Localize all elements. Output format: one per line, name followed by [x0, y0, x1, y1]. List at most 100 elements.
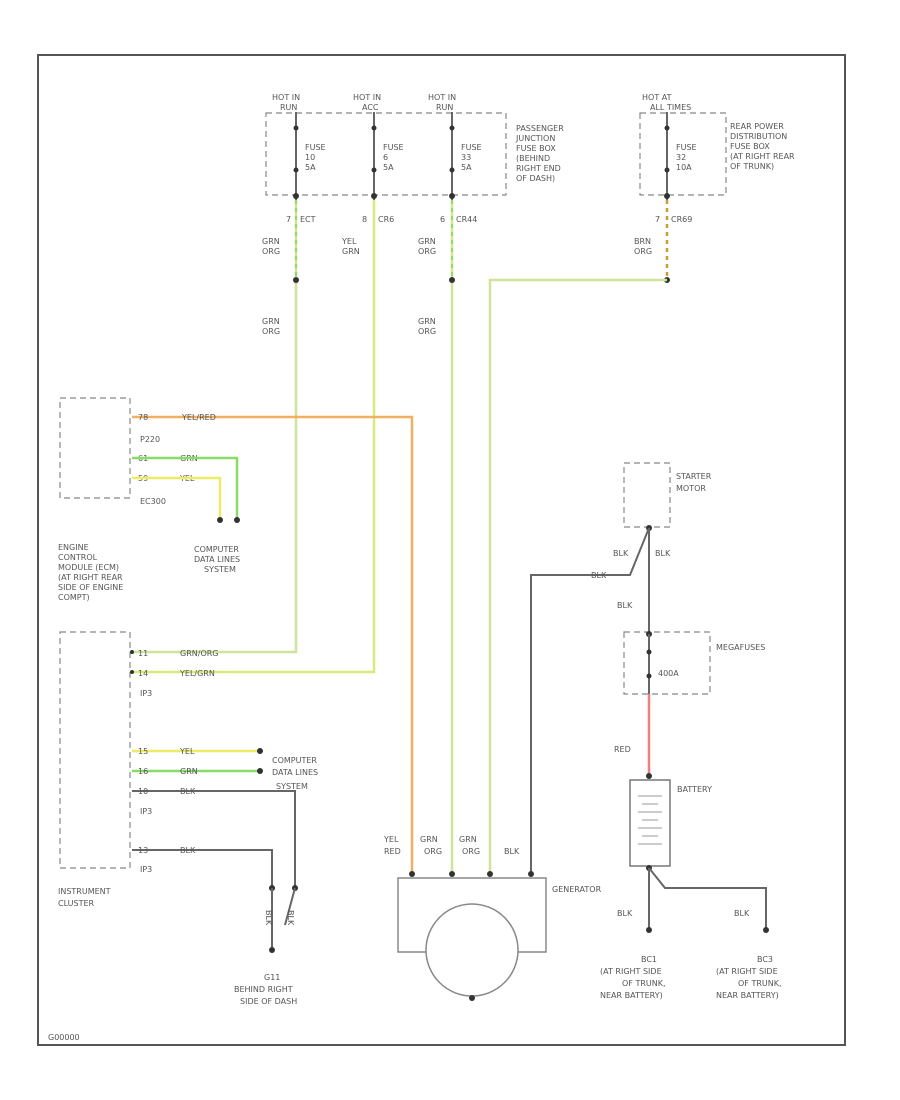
computer-data-lines-label: DATA LINES	[272, 768, 318, 777]
computer-data-lines-label: SYSTEM	[276, 782, 308, 791]
wire-blk-ic-pin10	[132, 790, 296, 886]
ground-id: BC3	[757, 955, 773, 964]
wire-color-label: GRN	[418, 237, 436, 246]
connector-id: EC300	[140, 497, 166, 506]
fuse-6: HOT IN ACC FUSE 6 5A	[353, 93, 404, 200]
wire-color-label: ORG	[262, 327, 280, 336]
ground-location: (AT RIGHT SIDE	[716, 967, 778, 976]
wire-color-label: ORG	[262, 247, 280, 256]
connector-id: CR44	[456, 215, 477, 224]
label-line: (AT RIGHT REAR	[730, 152, 795, 161]
label-line: (BEHIND	[516, 154, 550, 163]
rear-power-distribution-fuse-box: HOT AT ALL TIMES FUSE 32 10A REAR POWER …	[639, 93, 795, 200]
diagram-id: G00000	[48, 1033, 80, 1042]
connector-id: ECT	[300, 215, 316, 224]
ground-location: OF TRUNK,	[622, 979, 666, 988]
ground-bc1-label: BC1 (AT RIGHT SIDE OF TRUNK, NEAR BATTER…	[600, 955, 666, 1000]
computer-data-lines-label: SYSTEM	[204, 565, 236, 574]
pin-number: 10	[138, 787, 148, 796]
wire-color-label: YEL	[341, 237, 357, 246]
fuse-rating: 5A	[383, 163, 394, 172]
connector-id: CR6	[378, 215, 394, 224]
starter-label: MOTOR	[676, 484, 706, 493]
wire-color-label: BLK	[617, 909, 633, 918]
wire-color-label: ORG	[418, 327, 436, 336]
wire-blk-ic-pin13	[132, 849, 273, 886]
wire-yel-red-ecm	[132, 415, 414, 872]
label-line: FUSE BOX	[516, 144, 556, 153]
wire-color-label: GRN	[420, 835, 438, 844]
wire-color-label: GRN	[262, 237, 280, 246]
wire-grn-ecm	[132, 456, 239, 518]
battery-label: BATTERY	[677, 785, 712, 794]
engine-control-module: 78 YEL/RED P220 61 GRN 59 YEL EC300 COMP…	[58, 397, 240, 602]
wire-color-label: BLK	[734, 909, 750, 918]
label-line: RIGHT END	[516, 164, 561, 173]
wire-color-label: ORG	[418, 247, 436, 256]
wire-color-label: GRN	[342, 247, 360, 256]
wire-color-label: GRN/ORG	[180, 649, 219, 658]
wire-color-label: BLK	[655, 549, 671, 558]
diagram-frame	[37, 54, 846, 1046]
connector-id: IP3	[140, 865, 152, 874]
wire-color-label: GRN	[262, 317, 280, 326]
wire-color-label: BRN	[634, 237, 651, 246]
instrument-cluster-label: CLUSTER	[58, 899, 95, 908]
ground-id: BC1	[641, 955, 657, 964]
fuse-number: 32	[676, 153, 686, 162]
connector-id: CR69	[671, 215, 692, 224]
instrument-cluster: 11 GRN/ORG 14 YEL/GRN IP3 15 YEL 16 GRN …	[58, 631, 318, 1006]
pin-number: 6	[440, 215, 445, 224]
ecm-label-line: MODULE (ECM)	[58, 563, 119, 572]
fuse-label: FUSE	[305, 143, 326, 152]
computer-data-lines-label: COMPUTER	[272, 756, 317, 765]
starter-label: STARTER	[676, 472, 712, 481]
wire-color-label: YEL	[383, 835, 399, 844]
fuse-rating: 10A	[676, 163, 692, 172]
hot-condition: RUN	[436, 103, 453, 112]
fuse-label: FUSE	[383, 143, 404, 152]
label-line: FUSE BOX	[730, 142, 770, 151]
computer-data-lines-label: COMPUTER	[194, 545, 239, 554]
wire-color-label: GRN	[459, 835, 477, 844]
label-line: OF DASH)	[516, 174, 555, 183]
rear-box-label: REAR POWER DISTRIBUTION FUSE BOX (AT RIG…	[730, 122, 795, 171]
wire-color-label: BLK	[180, 787, 196, 796]
megafuse-label: MEGAFUSES	[716, 643, 765, 652]
wire-color-label: YEL	[179, 747, 195, 756]
wire-color-label: GRN	[418, 317, 436, 326]
generator: YEL RED GRN ORG GRN ORG BLK GENERATOR	[383, 835, 602, 1001]
fuse-10: HOT IN RUN FUSE 10 5A	[272, 93, 326, 200]
wire-blk-starter-generator	[530, 527, 650, 872]
pin-number: 11	[138, 649, 148, 658]
fuse-33: HOT IN RUN FUSE 33 5A	[428, 93, 482, 200]
fuse-number: 6	[383, 153, 388, 162]
wire-blk-ground-bc3	[648, 867, 767, 928]
wire-color-label: YEL/GRN	[179, 669, 215, 678]
ground-location: BEHIND RIGHT	[234, 985, 293, 994]
wire-color-label: BLK	[504, 847, 520, 856]
instrument-cluster-label: INSTRUMENT	[58, 887, 111, 896]
wire-color-label: RED	[384, 847, 401, 856]
wire-color-label: BLK	[617, 601, 633, 610]
ground-location: NEAR BATTERY)	[600, 991, 663, 1000]
pin-number: 7	[286, 215, 291, 224]
ground-location: SIDE OF DASH	[240, 997, 297, 1006]
ecm-label-line: (AT RIGHT REAR	[58, 573, 123, 582]
hot-condition: ACC	[362, 103, 379, 112]
fuse-number: 10	[305, 153, 315, 162]
ground-location: NEAR BATTERY)	[716, 991, 779, 1000]
label-line: REAR POWER	[730, 122, 784, 131]
pin-number: 78	[138, 413, 148, 422]
pin-number: 14	[138, 669, 148, 678]
label-line: OF TRUNK)	[730, 162, 774, 171]
wire-brn-org-fuse32	[488, 278, 667, 872]
connector-id: P220	[140, 435, 160, 444]
fuse-label: FUSE	[461, 143, 482, 152]
ecm-label-line: CONTROL	[58, 553, 98, 562]
wire-color-label: RED	[614, 745, 631, 754]
ecm-label-line: SIDE OF ENGINE	[58, 583, 123, 592]
ecm-label-line: COMPT)	[58, 593, 90, 602]
ground-location: OF TRUNK,	[738, 979, 782, 988]
